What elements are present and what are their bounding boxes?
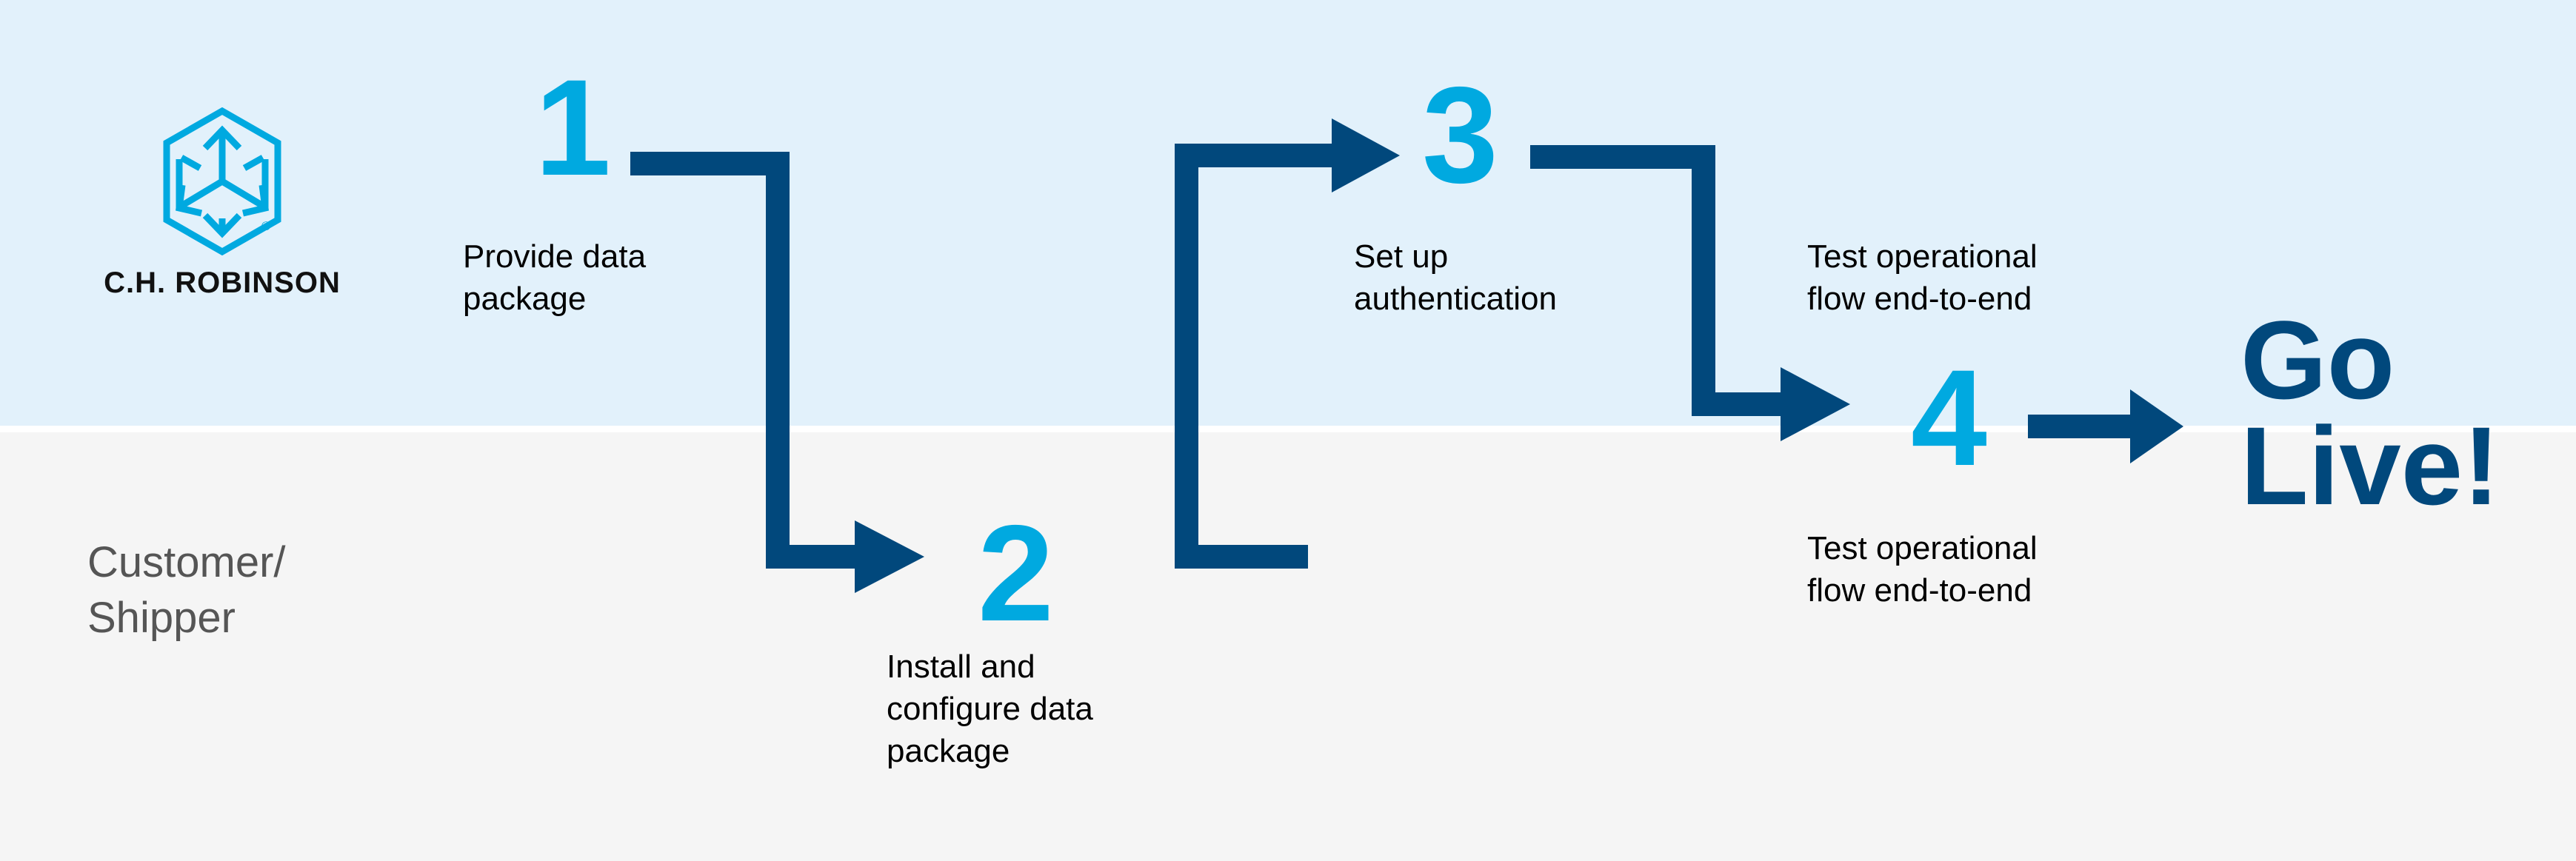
outcome-line2: Live!: [2240, 403, 2500, 528]
step-label-1: Provide data package: [463, 235, 730, 320]
step-label-2-line2: configure data: [887, 691, 1093, 728]
label-test-upper-line1: Test operational: [1807, 238, 2038, 275]
swimlane-label-line1: Customer/: [87, 538, 286, 586]
step-label-2-line1: Install and: [887, 649, 1035, 685]
label-test-operational-flow-upper: Test operational flow end-to-end: [1807, 235, 2103, 320]
step-label-1-line1: Provide data: [463, 238, 647, 275]
swimlane-band-top: [0, 0, 2576, 426]
swimlane-band-bottom: [0, 432, 2576, 861]
step-label-2-line3: package: [887, 733, 1010, 770]
step-label-3: Set up authentication: [1354, 235, 1650, 320]
registered-trademark-icon: ®: [261, 219, 271, 233]
step-number-4: 4: [1911, 342, 1987, 495]
swimlane-divider: [0, 426, 2576, 432]
step-label-2: Install and configure data package: [887, 646, 1183, 773]
step-label-3-line2: authentication: [1354, 281, 1557, 318]
step-label-4-line2: flow end-to-end: [1807, 572, 2032, 609]
outcome-go-live: Go Live!: [2240, 298, 2559, 528]
label-test-upper-line2: flow end-to-end: [1807, 281, 2032, 318]
hexagon-arrows-icon: [159, 107, 285, 256]
step-label-4-line1: Test operational: [1807, 530, 2038, 566]
brand-wordmark: C.H. ROBINSON: [104, 267, 341, 299]
swimlane-label-line2: Shipper: [87, 594, 236, 643]
step-label-1-line2: package: [463, 281, 587, 318]
swimlane-label-customer-shipper: Customer/ Shipper: [87, 535, 428, 646]
step-label-4: Test operational flow end-to-end: [1807, 527, 2103, 612]
brand-logo: ® C.H. ROBINSON: [104, 107, 340, 337]
step-label-3-line1: Set up: [1354, 238, 1449, 275]
outcome-line1: Go: [2240, 298, 2395, 422]
step-number-2: 2: [978, 497, 1054, 650]
step-number-1: 1: [535, 52, 611, 204]
step-number-3: 3: [1422, 59, 1498, 212]
